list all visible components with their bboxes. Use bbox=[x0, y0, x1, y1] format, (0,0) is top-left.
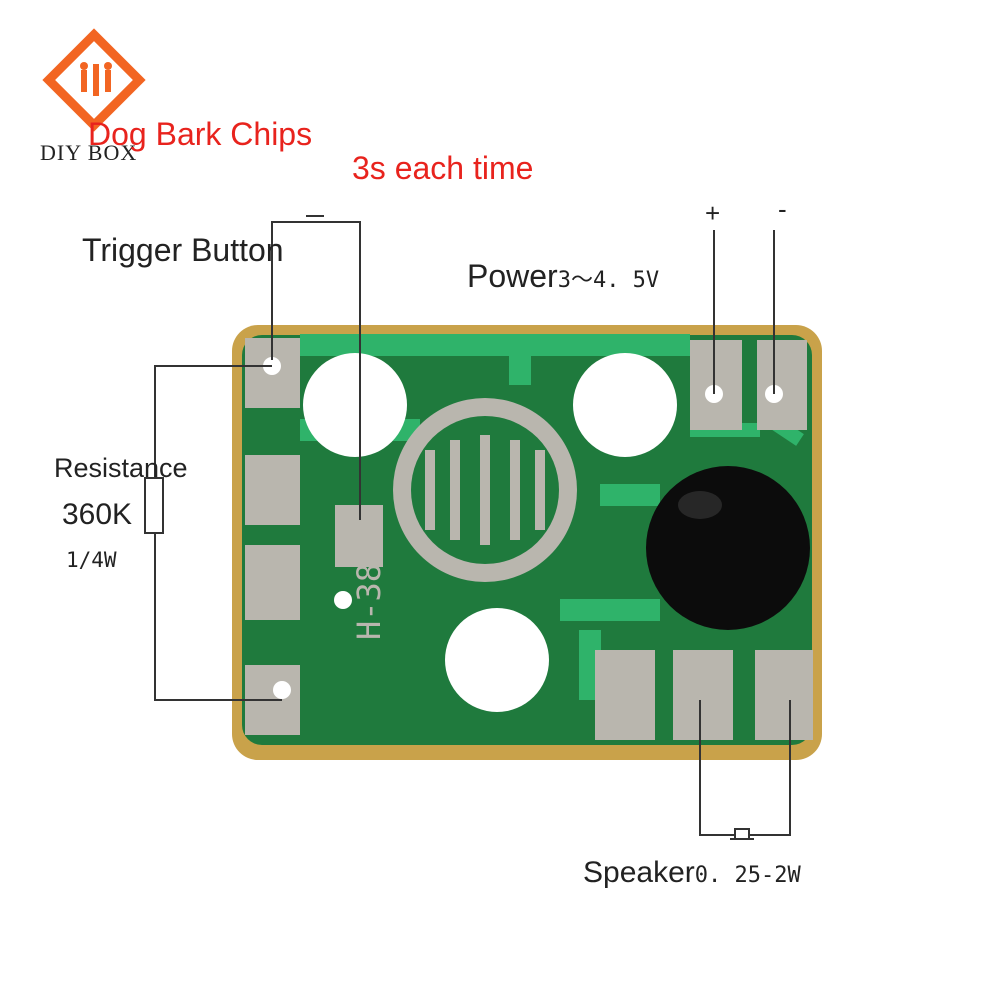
resistance-power: 1/4W bbox=[66, 548, 117, 572]
speaker-icon bbox=[730, 828, 754, 840]
resistance-value: 360K bbox=[62, 498, 133, 531]
power-label: Power3～4. 5V bbox=[467, 258, 659, 295]
speaker-range: 0. 25-2W bbox=[694, 863, 801, 888]
switch-icon bbox=[300, 215, 330, 223]
plus-label: + bbox=[705, 198, 721, 228]
speaker-label: Speaker0. 25-2W bbox=[583, 856, 801, 890]
resistance-label: Resistance bbox=[54, 453, 188, 483]
trigger-label: Trigger Button bbox=[82, 232, 284, 268]
board-marking: H-38 bbox=[350, 562, 388, 640]
speaker-word: Speaker bbox=[583, 856, 695, 889]
title: Dog Bark Chips bbox=[88, 116, 313, 152]
minus-label: - bbox=[778, 194, 787, 224]
subtitle: 3s each time bbox=[352, 150, 534, 186]
power-range: 3～4. 5V bbox=[557, 268, 660, 293]
logo-text: DIY BOX bbox=[40, 140, 138, 165]
diy-box-logo-icon bbox=[42, 28, 146, 132]
wiring bbox=[144, 221, 791, 836]
power-word: Power bbox=[467, 258, 558, 294]
pcb-board bbox=[232, 325, 822, 760]
